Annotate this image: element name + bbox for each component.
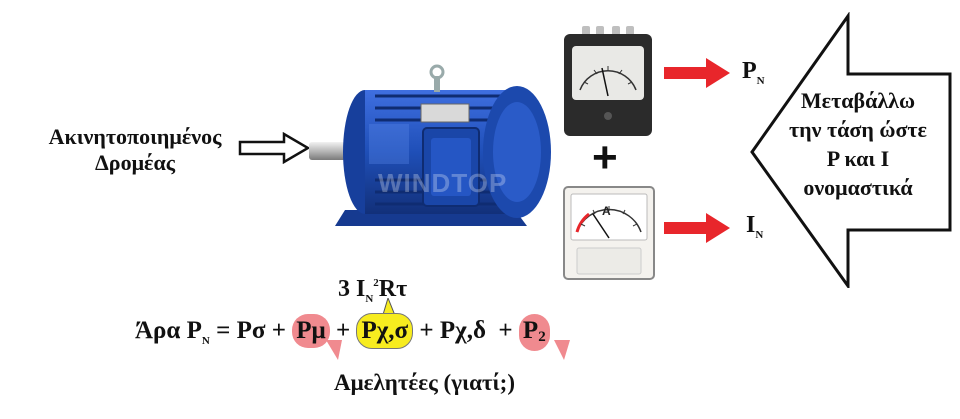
equation-term-p2-symbol: P <box>522 317 539 344</box>
hollow-arrow-icon <box>238 132 310 164</box>
red-arrow-power-icon <box>664 58 730 88</box>
equation-plus-1: + <box>265 317 293 344</box>
ammeter-unit-label: A <box>602 204 611 218</box>
current-symbol: I <box>746 212 756 238</box>
equation-equals: = <box>209 317 237 344</box>
power-output-label: PN <box>742 58 765 88</box>
equation-plus-2: + <box>329 317 357 344</box>
plus-sign: + <box>592 133 618 182</box>
ammeter-icon <box>563 186 655 280</box>
equation-term-p-mu: Pμ <box>292 314 330 348</box>
copper-loss-sup: 2 <box>373 277 379 289</box>
bubble-tail-p2 <box>554 340 570 360</box>
equation-term-p-chi-sigma: Pχ,σ <box>356 313 414 349</box>
big-arrow-line1: Μεταβάλλω <box>800 88 916 113</box>
big-arrow-line2: την τάση ώστε <box>789 117 927 142</box>
rotor-label-line1: Ακινητοποιημένος <box>48 124 222 149</box>
bubble-tail-pm <box>326 340 342 360</box>
big-arrow-text: Μεταβάλλω την τάση ώστε P και I ονομαστι… <box>766 86 950 202</box>
big-left-arrow-icon <box>750 12 952 288</box>
equation-plus-4: + <box>485 317 519 344</box>
power-subscript: N <box>756 75 765 87</box>
wattmeter-icon <box>564 26 652 136</box>
equation-plus-3: + <box>413 317 440 344</box>
equation-term-p-chi-delta: Pχ,δ <box>439 317 486 344</box>
equation-term-p2: P2 <box>518 314 550 351</box>
red-arrow-current-icon <box>664 213 730 243</box>
equation-lead: Άρα P <box>135 317 202 344</box>
equation-lead-sub: N <box>201 335 210 347</box>
current-subscript: N <box>755 229 764 241</box>
equation-term-p-sigma: Pσ <box>236 317 266 344</box>
power-symbol: P <box>742 58 757 84</box>
rotor-label: Ακινητοποιημένος Δρομέας <box>20 124 250 176</box>
copper-loss-prefix: 3 I <box>338 276 366 302</box>
big-arrow-line3: P και I <box>826 146 890 171</box>
rotor-label-line2: Δρομέας <box>95 150 175 175</box>
power-balance-equation: Άρα PN = Pσ + Pμ + Pχ,σ + Pχ,δ + P2 <box>135 313 550 352</box>
negligible-note: Αμελητέες (γιατί;) <box>334 370 515 395</box>
copper-loss-label: 3 IN 2Rτ <box>338 276 407 306</box>
copper-loss-sub: N <box>365 293 374 305</box>
copper-loss-suffix: Rτ <box>378 276 408 302</box>
big-arrow-line4: ονομαστικά <box>803 175 913 200</box>
current-output-label: IN <box>746 212 763 242</box>
equation-term-p2-sub: 2 <box>538 329 546 345</box>
electric-motor-icon <box>309 64 551 226</box>
watermark-text: WINDTOP <box>378 168 508 198</box>
